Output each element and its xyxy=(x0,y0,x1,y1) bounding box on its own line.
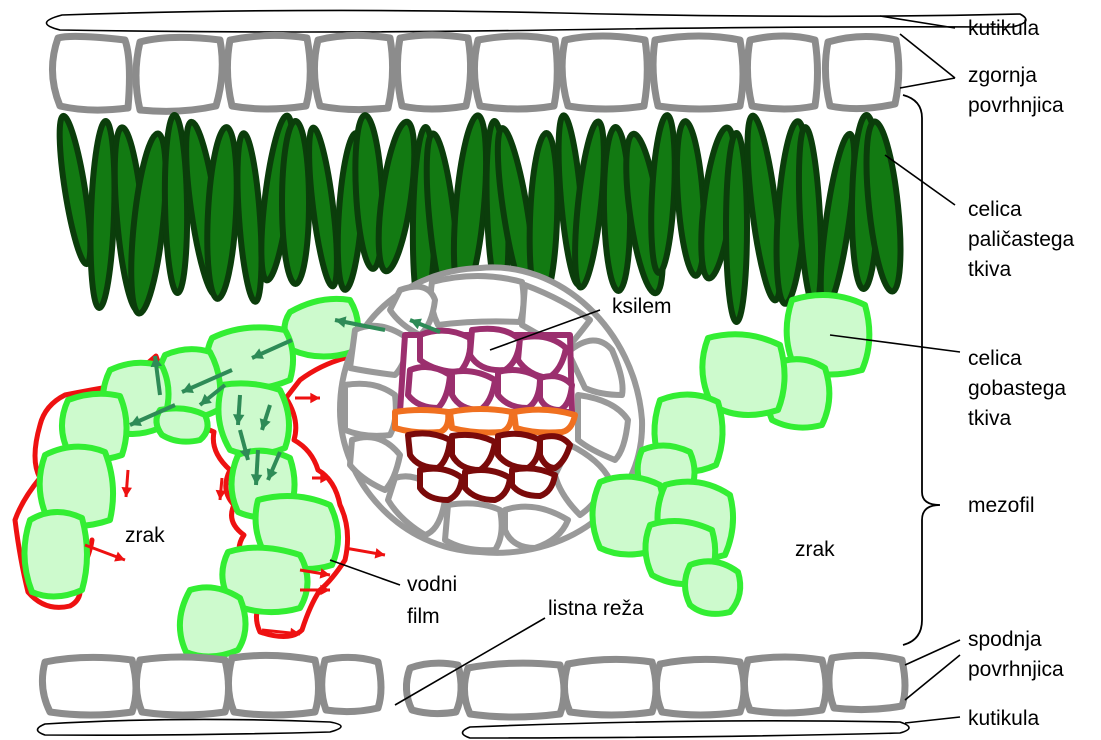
label-stoma: listna reža xyxy=(548,595,644,622)
palisade-cell xyxy=(204,126,241,299)
label-upper-epidermis-2: povrhnjica xyxy=(968,92,1064,119)
label-spongy-2: gobastega xyxy=(968,375,1066,402)
label-air-left: zrak xyxy=(125,522,165,549)
upper-epidermis xyxy=(52,35,898,111)
evaporation-arrow xyxy=(345,548,385,559)
label-palisade-3: tkiva xyxy=(968,256,1011,283)
label-spongy-1: celica xyxy=(968,345,1022,372)
label-water-film-1: vodni xyxy=(407,571,457,598)
label-palisade-2: paličastega xyxy=(968,226,1074,253)
evaporation-arrow xyxy=(295,393,320,404)
bottom-cuticle-left xyxy=(38,719,342,735)
palisade-cell xyxy=(726,133,747,322)
label-lower-epidermis-1: spodnja xyxy=(968,626,1042,653)
label-cuticle-bottom: kutikula xyxy=(968,705,1039,732)
label-water-film-2: film xyxy=(407,603,440,630)
label-lower-epidermis-2: povrhnjica xyxy=(968,656,1064,683)
cambium xyxy=(395,409,575,433)
xylem xyxy=(400,329,572,412)
label-xylem: ksilem xyxy=(612,293,672,320)
label-mesophyll: mezofil xyxy=(968,492,1035,519)
label-air-right: zrak xyxy=(795,536,835,563)
label-cuticle-top: kutikula xyxy=(968,15,1039,42)
bottom-cuticle-right xyxy=(463,721,910,738)
evaporation-arrow xyxy=(121,470,132,497)
top-cuticle xyxy=(46,10,1025,32)
lower-epidermis xyxy=(42,655,905,717)
label-upper-epidermis-1: zgornja xyxy=(968,62,1037,89)
palisade-cell xyxy=(282,121,309,284)
palisade-cell xyxy=(648,115,678,274)
label-palisade-1: celica xyxy=(968,196,1022,223)
label-spongy-3: tkiva xyxy=(968,405,1011,432)
mesophyll-bracket xyxy=(903,95,940,645)
